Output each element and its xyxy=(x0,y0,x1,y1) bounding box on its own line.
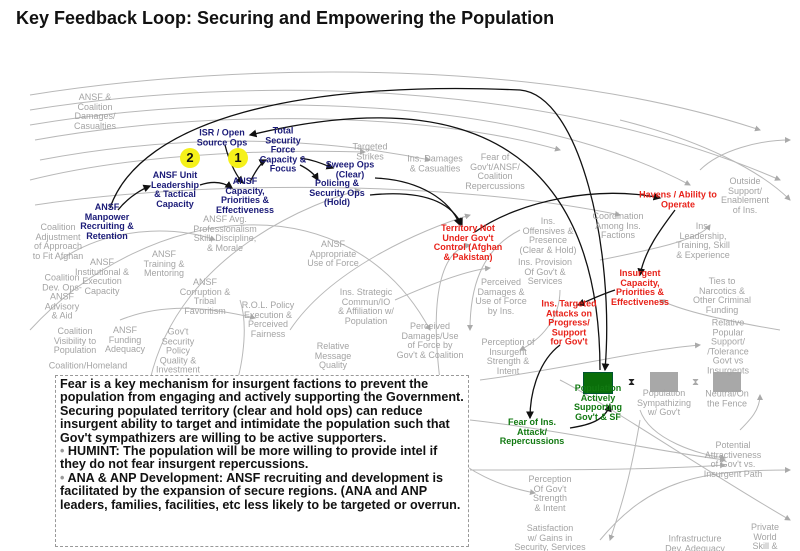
node-ins-targeted: Ins. Targeted Attacks on Progress/ Suppo… xyxy=(541,298,597,347)
node-policing: Policing & Security Ops (Hold) xyxy=(309,177,365,207)
node-ansf-force: ANSF Appropriate Use of Force xyxy=(307,238,359,268)
stock-population-active xyxy=(583,372,613,394)
node-ansf-capacity: ANSF Capacity, Priorities & Effectivenes… xyxy=(215,176,275,215)
node-ins-strategic: Ins. Strategic Commun/IO & Affiliation w… xyxy=(338,287,394,326)
node-ansf-unit: ANSF Unit Leadership & Tactical Capacity xyxy=(150,170,200,209)
stock-population-sympathizing xyxy=(650,372,678,392)
node-ansf-professionalism: ANSF Avg. Professionalism Skill, Discipl… xyxy=(193,214,257,253)
node-population-sympathizing: Population Sympathizing w/ Gov't xyxy=(636,387,692,417)
bullet-icon: • xyxy=(60,444,65,459)
note-bullet-humint: • HUMINT: The population will be more wi… xyxy=(60,444,464,472)
node-coalition-visibility: Coalition Visibility to Population xyxy=(53,325,97,355)
node-ins-offensives: Ins. Offensives & Presence (Clear & Hold… xyxy=(519,216,577,255)
node-ins-damages: Ins. Damages & Casualties xyxy=(407,153,463,173)
node-sweep-ops: Sweep Ops (Clear) xyxy=(325,159,375,179)
node-isr: ISR / Open Source Ops xyxy=(196,127,248,147)
node-private: Private World Skill & xyxy=(750,521,780,551)
valve-icon: ⧗ xyxy=(628,377,636,388)
loop-marker-1: 1 xyxy=(228,148,248,168)
node-ansf-training: ANSF Training & Mentoring xyxy=(143,248,185,278)
node-havens: Havens / Ability to Operate xyxy=(639,189,717,209)
node-coalition-adjust: Coalition Adjustment of Approach to Fit … xyxy=(32,222,84,261)
key-loop-links xyxy=(109,87,676,429)
node-ansf-coalition-damages: ANSF & Coalition Damages/ Casualties xyxy=(73,92,117,131)
node-rol: R.O.L. Policy Execution & Perceived Fair… xyxy=(241,300,295,339)
page-title: Key Feedback Loop: Securing and Empoweri… xyxy=(16,8,555,28)
node-coalition-dev: Coalition Dev. Ops- ANSF Advisory & Aid xyxy=(42,272,82,321)
node-population-active: Population Actively Supporting Gov't & S… xyxy=(574,383,622,422)
node-infrastructure: Infrastructure Dev. Adequacy xyxy=(665,533,725,551)
node-ties-narcotics: Ties to Narcotics & Other Criminal Fundi… xyxy=(692,276,752,315)
node-ansf-funding: ANSF Funding Adequacy xyxy=(104,324,146,354)
node-relative-support: Relative Popular Support/ /Tolerance Gov… xyxy=(706,317,750,375)
node-relative-message: Relative Message Quality xyxy=(314,340,352,370)
node-perception-gov: Perception Of Gov't Strength & Intent xyxy=(528,474,572,513)
node-fear-ins: Fear of Ins. Attack/ Repercussions xyxy=(499,416,565,446)
loop-marker-2: 2 xyxy=(180,148,200,168)
node-insurgent-capacity: Insurgent Capacity, Priorities & Effecti… xyxy=(610,268,670,307)
node-neutral: Neutral/On the Fence xyxy=(705,388,749,408)
note-paragraph-1: Fear is a key mechanism for insurgent fa… xyxy=(60,377,464,405)
node-coordination: Coordination Among Ins. Factions xyxy=(592,210,644,240)
bullet-icon: • xyxy=(60,470,65,485)
node-ansf-institutional: ANSF Institutional & Execution Capacity xyxy=(74,257,130,296)
node-perception-ins: Perception of Insurgent Strength & Inten… xyxy=(481,337,535,376)
node-ins-leadership: Ins. Leadership, Training, Skill & Exper… xyxy=(676,221,730,260)
node-ansf-corruption: ANSF Corruption & Tribal Favoritism xyxy=(179,277,231,316)
annotation-box: Fear is a key mechanism for insurgent fa… xyxy=(55,375,469,547)
node-outside-support: Outside Support/ Enablement of Ins. xyxy=(720,176,770,215)
node-fear-gov: Fear of Gov't/ANSF/ Coalition Repercussi… xyxy=(465,152,525,191)
node-perceived-gov: Perceived Damages/Use of Force by Gov't … xyxy=(396,321,464,360)
note-paragraph-2: Securing populated territory (clear and … xyxy=(60,403,450,445)
note-bullet-development: • ANA & ANP Development: ANSF recruiting… xyxy=(60,470,464,512)
stock-neutral xyxy=(713,372,741,392)
node-gov-security-policy: Gov't Security Policy Quality & Investme… xyxy=(155,326,201,375)
node-potential-attract: Potential Attractiveness of Gov't vs. In… xyxy=(703,440,763,479)
node-coalition-homeland: Coalition/Homeland xyxy=(48,360,128,371)
note-bullet-text: HUMINT: The population will be more will… xyxy=(60,444,438,472)
node-targeted-strikes: Targeted Strikes xyxy=(352,141,388,161)
node-satisfaction: Satisfaction w/ Gains in Security, Servi… xyxy=(514,522,586,551)
node-territory: Territory Not Under Gov't Control (Afgha… xyxy=(433,223,503,262)
node-total-security: Total Security Force Capacity & Focus xyxy=(259,125,307,174)
note-bullet-text: ANA & ANP Development: ANSF recruiting a… xyxy=(60,470,461,512)
node-ansf-manpower: ANSF Manpower Recruiting & Retention xyxy=(80,202,134,241)
node-ins-provision: Ins. Provision Of Gov't & Services xyxy=(517,256,573,286)
valve-icon: ⧗ xyxy=(692,377,700,388)
node-perceived-ins: Perceived Damages & Use of Force by Ins. xyxy=(475,277,527,316)
